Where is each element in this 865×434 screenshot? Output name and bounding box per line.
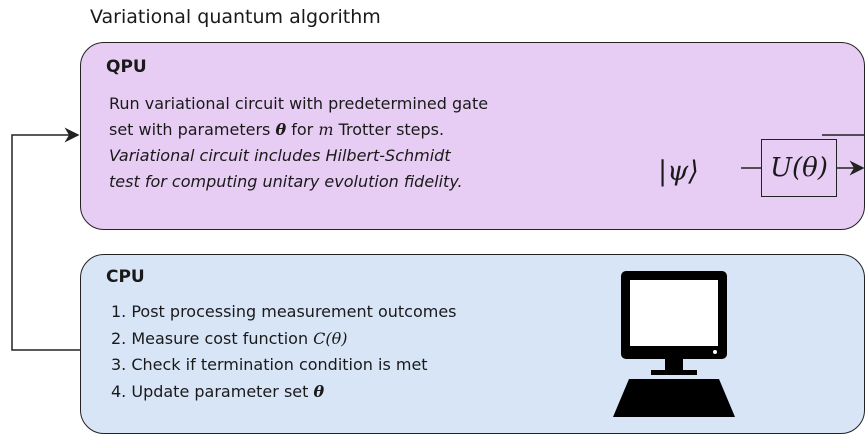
cpu-steps-list: 1. Post processing measurement outcomes …	[111, 299, 457, 405]
loop-arrow-cpu-to-qpu	[11, 127, 80, 351]
circuit-wires	[741, 160, 865, 176]
qpu-line-2-end: Trotter steps.	[333, 120, 445, 139]
qpu-box: QPU Run variational circuit with predete…	[80, 42, 865, 230]
qpu-line-2-for: for	[286, 120, 319, 139]
qpu-line-4: test for computing unitary evolution fid…	[109, 172, 463, 191]
cpu-step-2: 2. Measure cost function C(θ)	[111, 326, 457, 353]
ket-psi: |ψ⟩	[658, 156, 699, 187]
qpu-line-2-text: set with parameters	[109, 120, 276, 139]
cpu-label: CPU	[106, 267, 145, 287]
cpu-step-2-text: 2. Measure cost function	[111, 328, 314, 348]
cpu-step-4: 4. Update parameter set θ	[111, 379, 457, 406]
m-symbol: m	[318, 120, 334, 139]
qpu-line-3: Variational circuit includes Hilbert-Sch…	[109, 146, 451, 165]
qpu-label: QPU	[106, 57, 147, 77]
diagram-title: Variational quantum algorithm	[90, 6, 381, 28]
qpu-line-1: Run variational circuit with predetermin…	[109, 94, 489, 113]
unitary-gate-box: U(θ)	[761, 139, 837, 197]
cpu-step-1: 1. Post processing measurement outcomes	[111, 302, 457, 321]
qpu-line-2: set with parameters θ for m Trotter step…	[109, 117, 579, 143]
qpu-description: Run variational circuit with predetermin…	[109, 91, 579, 195]
theta-symbol: θ	[275, 120, 287, 139]
desktop-computer-icon	[613, 271, 735, 417]
cpu-step-4-text: 4. Update parameter set	[111, 381, 314, 401]
cost-function-symbol: C(θ)	[313, 328, 348, 348]
cpu-box: CPU 1. Post processing measurement outco…	[80, 254, 865, 434]
theta-symbol-cpu: θ	[313, 381, 325, 401]
cpu-step-3: 3. Check if termination condition is met	[111, 355, 428, 374]
